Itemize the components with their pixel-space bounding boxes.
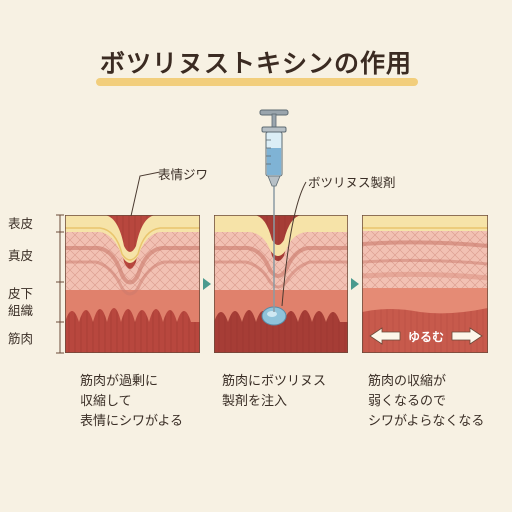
syringe-icon (259, 109, 289, 187)
caption-panel1: 筋肉が過剰に 収縮して 表情にシワがよる (80, 372, 183, 432)
subcutaneous-layer (214, 282, 348, 322)
botox-pointer (281, 181, 307, 307)
wrinkle-callout: 表情ジワ (158, 167, 209, 182)
epidermis-layer (214, 215, 348, 256)
caption-line: 収縮して (80, 394, 132, 409)
page-title: ボツリヌストキシンの作用 (99, 49, 412, 78)
panel-relaxed (362, 215, 488, 353)
caption-panel2: 筋肉にボツリヌス 製剤を注入 (222, 372, 326, 412)
label-subcutaneous-1: 皮下 (8, 286, 34, 301)
panel-injection (214, 215, 348, 353)
label-dermis: 真皮 (8, 248, 34, 263)
subcutaneous-layer (65, 282, 200, 322)
wrinkle-pointer (130, 171, 161, 217)
caption-line: 製剤を注入 (222, 394, 288, 409)
epidermis-layer (362, 215, 488, 231)
caption-line: シワがよらなくなる (368, 414, 485, 429)
caption-line: 筋肉の収縮が (368, 374, 447, 389)
step-arrow-icon (351, 278, 359, 290)
botox-callout: ボツリヌス製剤 (308, 175, 396, 190)
epidermis-layer (65, 215, 200, 263)
caption-panel3: 筋肉の収縮が 弱くなるので シワがよらなくなる (368, 372, 484, 432)
caption-line: 筋肉が過剰に (80, 374, 159, 389)
arrow-left-icon (369, 327, 401, 345)
step-arrow-icon (203, 278, 211, 290)
relax-arrows (369, 327, 483, 345)
layer-bracket (56, 214, 64, 354)
caption-line: 筋肉にボツリヌス (222, 374, 327, 389)
caption-line: 弱くなるので (368, 394, 447, 409)
label-subcutaneous-2: 組織 (8, 303, 34, 318)
title-highlight (96, 78, 418, 86)
relax-label: ゆるむ (408, 330, 444, 344)
label-epidermis: 表皮 (8, 216, 34, 231)
label-muscle: 筋肉 (8, 331, 34, 346)
subcutaneous-layer (362, 282, 488, 314)
panel-wrinkle (65, 215, 200, 353)
arrow-right-icon (451, 327, 483, 345)
caption-line: 表情にシワがよる (80, 414, 183, 429)
